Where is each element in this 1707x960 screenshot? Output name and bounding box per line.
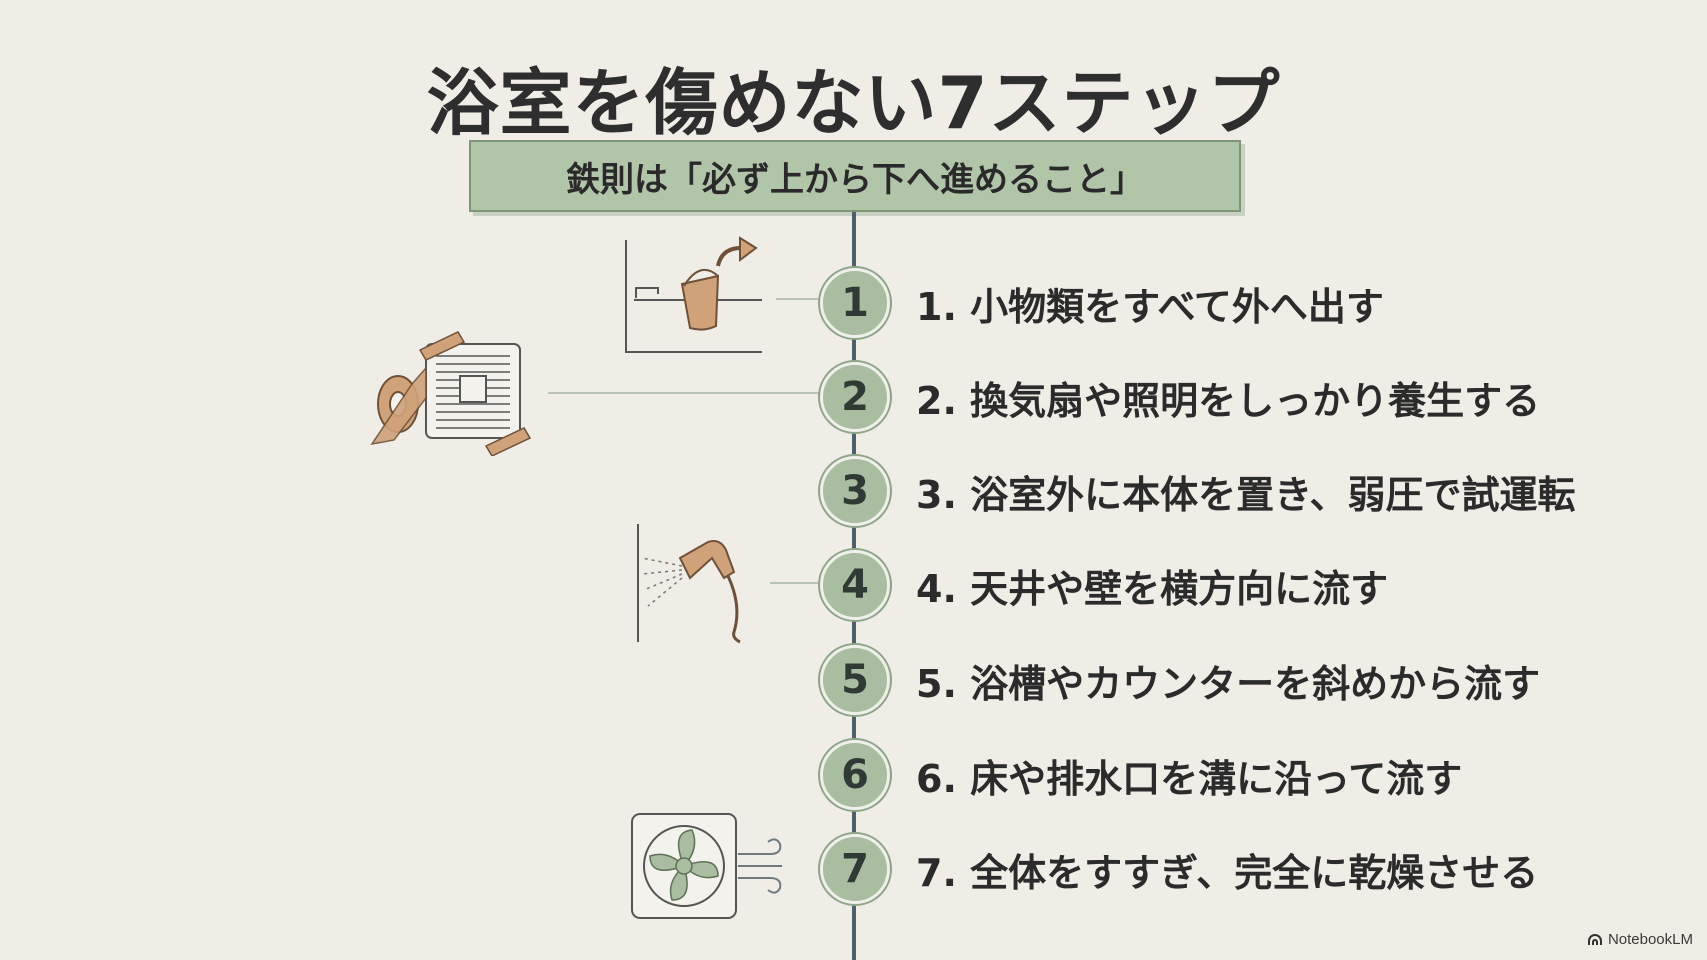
connector-step4 (770, 582, 822, 584)
step-2-number: 2 (820, 362, 890, 432)
step-7-number: 7 (820, 834, 890, 904)
step-2-text: 2. 換気扇や照明をしっかり養生する (916, 379, 1541, 423)
step-7-text: 7. 全体をすすぎ、完全に乾燥させる (916, 851, 1539, 895)
brand-watermark: NotebookLM (1587, 931, 1693, 948)
step-3-number: 3 (820, 456, 890, 526)
connector-step2 (548, 392, 822, 394)
step-4-text: 4. 天井や壁を横方向に流す (916, 567, 1389, 611)
bucket-out-of-bath-icon (625, 236, 762, 353)
step-1-number: 1 (820, 268, 890, 338)
step-6-text: 6. 床や排水口を溝に沿って流す (916, 757, 1463, 801)
notebooklm-logo-icon (1587, 933, 1602, 945)
ventilation-fan-icon (631, 813, 782, 919)
brand-name: NotebookLM (1607, 931, 1693, 948)
step-4-number: 4 (820, 550, 890, 620)
step-1-text: 1. 小物類をすべて外へ出す (916, 285, 1384, 329)
step-5-number: 5 (820, 645, 890, 715)
connector-step1 (776, 298, 822, 300)
step-6-number: 6 (820, 740, 890, 810)
step-5-text: 5. 浴槽やカウンターを斜めから流す (916, 662, 1541, 706)
step-3-text: 3. 浴室外に本体を置き、弱圧で試運転 (916, 473, 1576, 517)
subtitle-banner: 鉄則は「必ず上から下へ進めること」 (469, 140, 1241, 212)
subtitle-text: 鉄則は「必ず上から下へ進めること」 (566, 159, 1144, 200)
taped-vent-icon (370, 331, 532, 456)
page-title: 浴室を傷めない7ステップ (426, 61, 1281, 145)
shower-spray-icon (637, 524, 741, 644)
